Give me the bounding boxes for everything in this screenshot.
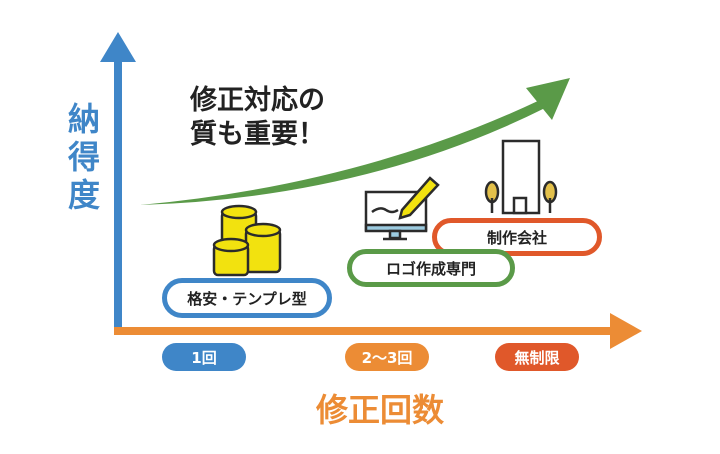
revisions-tag-specialist: 2〜3回 bbox=[345, 343, 429, 371]
trend-message-line1: 修正対応の bbox=[190, 85, 325, 116]
monitor-pen-icon bbox=[364, 176, 440, 241]
trend-message: 修正対応の 質も重要！ bbox=[190, 84, 325, 152]
y-axis bbox=[100, 32, 136, 335]
revisions-tag-company: 無制限 bbox=[495, 343, 579, 371]
building-icon bbox=[484, 139, 558, 215]
x-axis bbox=[114, 313, 642, 349]
x-axis-label: 修正回数 bbox=[315, 391, 444, 429]
trend-message-line2: 質も重要！ bbox=[190, 119, 325, 150]
category-logo-specialist: ロゴ作成専門 bbox=[347, 249, 515, 287]
category-budget-template: 格安・テンプレ型 bbox=[162, 278, 332, 318]
coins-icon bbox=[212, 204, 282, 277]
revisions-tag-budget: 1回 bbox=[162, 343, 246, 371]
trend-arrow bbox=[140, 78, 570, 205]
y-axis-label: 納得度 bbox=[67, 100, 100, 214]
